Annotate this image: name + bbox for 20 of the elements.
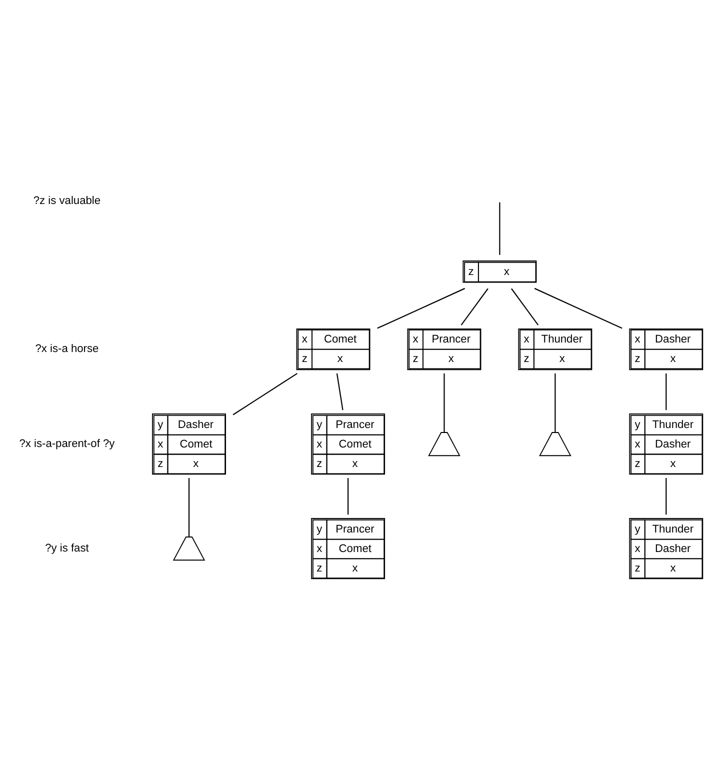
label: ?y is fast [45, 542, 89, 554]
connector [554, 372, 556, 432]
connector [444, 372, 445, 432]
node-cross [172, 536, 206, 560]
connector [460, 288, 488, 325]
node-cross [428, 432, 460, 456]
label: ?x is-a-parent-of ?y [19, 437, 115, 450]
connector [377, 287, 466, 328]
connector [534, 287, 622, 328]
connector [499, 202, 500, 254]
connector [188, 478, 190, 536]
node-cross [539, 432, 572, 456]
label: ?x is-a horse [35, 342, 99, 355]
connector [232, 372, 298, 415]
connector [336, 372, 344, 410]
connector [348, 478, 349, 514]
connector [511, 288, 539, 325]
label: ?z is valuable [33, 194, 101, 207]
connector [666, 372, 667, 410]
connector [666, 478, 667, 514]
